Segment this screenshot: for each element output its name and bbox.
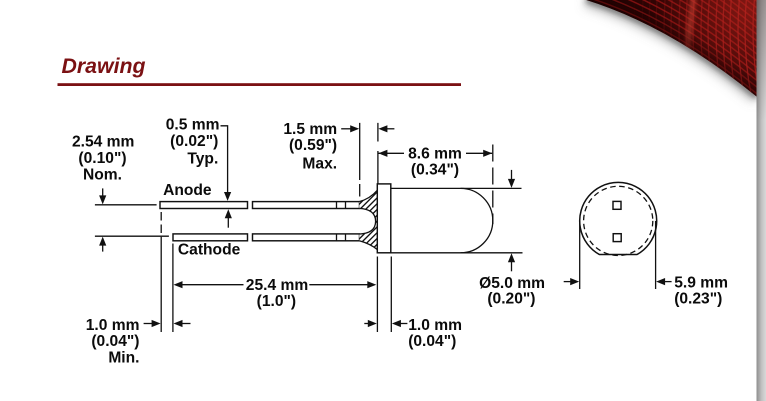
svg-text:Typ.: Typ. [187, 151, 218, 168]
svg-text:(0.10"): (0.10") [78, 150, 126, 167]
svg-text:(0.04"): (0.04") [408, 333, 456, 350]
svg-text:1.5 mm: 1.5 mm [283, 121, 337, 138]
svg-text:8.6 mm: 8.6 mm [408, 145, 462, 162]
svg-text:1.0 mm: 1.0 mm [86, 317, 140, 334]
svg-text:Nom.: Nom. [83, 166, 122, 183]
svg-text:Anode: Anode [163, 182, 212, 199]
svg-text:1.0 mm: 1.0 mm [408, 317, 462, 334]
svg-text:Min.: Min. [108, 349, 139, 366]
svg-text:(0.23"): (0.23") [674, 290, 722, 307]
svg-text:(0.04"): (0.04") [91, 333, 139, 350]
svg-text:5.9 mm: 5.9 mm [674, 275, 728, 292]
svg-text:25.4 mm: 25.4 mm [246, 277, 308, 294]
svg-text:Cathode: Cathode [178, 242, 241, 259]
svg-text:0.5 mm: 0.5 mm [166, 117, 220, 134]
svg-text:Max.: Max. [302, 155, 337, 172]
svg-text:Drawing: Drawing [62, 54, 146, 78]
svg-text:(1.0"): (1.0") [257, 293, 296, 310]
svg-text:(0.02"): (0.02") [170, 133, 218, 150]
svg-text:Ø5.0 mm: Ø5.0 mm [479, 275, 545, 292]
svg-text:2.54 mm: 2.54 mm [72, 134, 134, 151]
svg-text:(0.59"): (0.59") [289, 137, 337, 154]
svg-text:(0.20"): (0.20") [487, 291, 535, 308]
svg-text:(0.34"): (0.34") [411, 161, 459, 178]
